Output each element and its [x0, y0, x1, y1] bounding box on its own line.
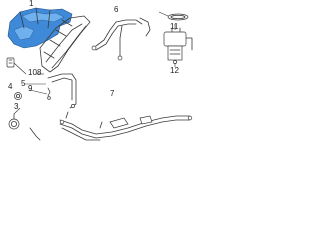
callout-11: 11	[170, 22, 179, 31]
callout-7: 7	[110, 89, 115, 98]
fuel-tank-part[interactable]	[7, 7, 73, 49]
grommet-part[interactable]	[14, 92, 22, 100]
callout-5: 5	[21, 79, 26, 88]
callout-4: 4	[8, 82, 13, 91]
bracket-part[interactable]	[47, 73, 77, 109]
callout-3: 3	[14, 102, 19, 111]
fuel-pump-module-part[interactable]	[163, 27, 193, 64]
parts-diagram	[6, 7, 193, 141]
callout-8: 8	[37, 68, 42, 77]
callout-10: 10	[28, 68, 37, 77]
sensor-part[interactable]	[8, 113, 41, 141]
callout-12: 12	[170, 66, 179, 75]
fuel-fill-hose-part[interactable]	[91, 17, 151, 61]
seal-ring-part[interactable]	[167, 13, 189, 21]
fuel-lines-part[interactable]	[59, 111, 193, 141]
fitting-part[interactable]	[47, 87, 51, 100]
callout-9: 9	[28, 84, 33, 93]
leader-lines	[13, 11, 176, 115]
clip-part[interactable]	[6, 57, 15, 68]
callout-6: 6	[114, 5, 119, 14]
callout-1: 1	[29, 0, 34, 8]
tank-skid-plate-part[interactable]	[39, 15, 91, 73]
